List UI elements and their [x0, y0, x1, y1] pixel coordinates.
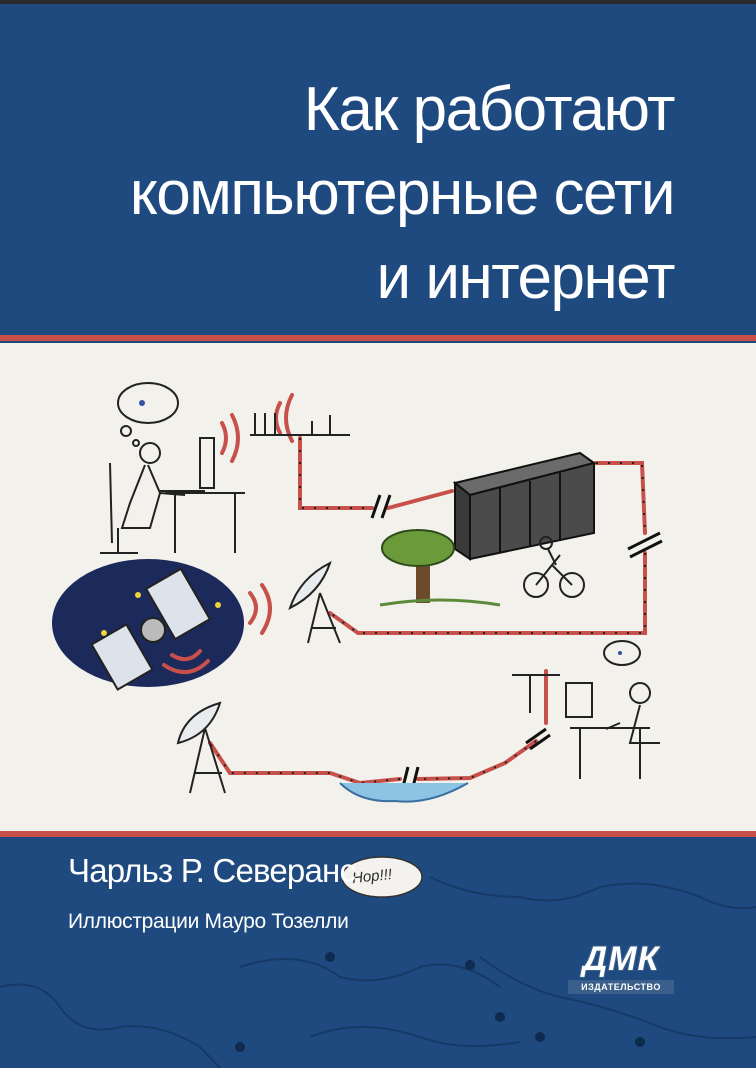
title-line-1: Как работают	[303, 75, 676, 144]
dmk-publisher-logo: ДМК ИЗДАТЕЛЬСТВО	[566, 940, 676, 998]
top-edge	[0, 0, 756, 4]
network-illustration-icon	[52, 382, 663, 803]
red-stripe-top	[0, 335, 756, 341]
red-stripe-bottom	[0, 831, 756, 837]
title-line-3: и интернет	[376, 243, 676, 312]
network-illustration	[0, 343, 756, 831]
title-line-2: компьютерные сети	[129, 159, 676, 228]
world-map-background	[0, 837, 756, 1068]
book-title: Как работают компьютерные сети и интерне…	[129, 68, 676, 320]
logo-subtitle: ИЗДАТЕЛЬСТВО	[568, 980, 674, 994]
speech-bubble	[341, 856, 423, 898]
world-map-icon	[0, 856, 756, 1068]
illustrator-credit: Иллюстрации Мауро Тозелли	[68, 910, 349, 933]
logo-letters: ДМК	[582, 940, 660, 978]
author-name: Чарльз Р. Северанс	[68, 852, 356, 889]
